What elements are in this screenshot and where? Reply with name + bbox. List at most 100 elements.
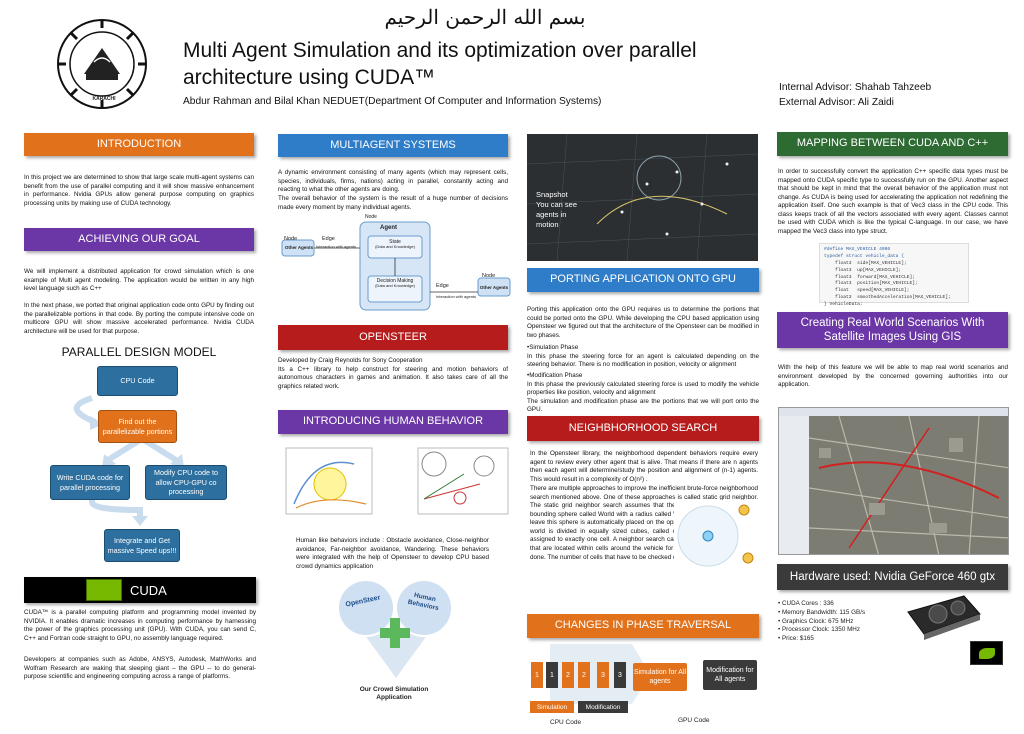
authors-line: Abdur Rahman and Bilal Khan NEDUET(Depar… [183,96,602,107]
porting-header: PORTING APPLICATION ONTO GPU [527,268,759,292]
mapping-header: MAPPING BETWEEN CUDA AND C++ [777,132,1008,156]
code-line-0: #define MAX_VEHICLE 4096 [824,247,891,252]
opensteer-text: Developed by Craig Reynolds for Sony Coo… [278,357,508,390]
code-line-8: float3 smoothedAcceleration[MAX_VEHICLE]… [824,295,951,301]
phase-number-2a: 2 [562,662,574,688]
diagram-decision-sub: (Data and Knowledge) [375,283,415,288]
cuda-header: CUDA [24,577,256,603]
achieving-goal-text-1: We will implement a distributed applicat… [24,268,254,293]
code-line-6: float3 position[MAX_VEHICLE]; [824,281,918,287]
multiagent-text-2: The overall behavior of the system is th… [278,195,508,211]
neighborhood-text-2: There are multiple approaches to improve… [530,485,758,561]
code-line-3: float3 side[MAX_VEHICLE]; [824,260,907,266]
porting-text-2: •Simulation Phase In this phase the stee… [527,344,759,369]
cuda-header-label: CUDA [130,582,167,598]
code-line-5: float3 forward[MAX_VEHICLE]; [824,274,915,280]
spec-graphics-clock-text: Graphics Clock: 675 MHz [781,617,854,625]
diagram-node-label-right: Node [482,273,496,279]
external-advisor: External Advisor: Ali Zaidi [779,96,894,108]
diagram-state-label: State [389,239,401,245]
spec-price: • Price: $165 [778,635,814,643]
neighborhood-text-1: In the Opensteer library, the neighborho… [530,450,758,483]
mapping-text: In order to successfully convert the app… [778,168,1008,235]
nvidia-badge-icon [970,641,1003,665]
diagram-agent-label: Agent [380,225,397,231]
code-line-9: } VehicleData; [824,302,863,308]
multiagent-text-1: A dynamic environment consisting of many… [278,169,508,194]
venn-diagram [330,578,460,682]
university-logo [56,18,148,110]
porting-text-1: Porting this application onto the GPU re… [527,306,759,339]
cuda-text-2: Developers at companies such as Adobe, A… [24,656,256,681]
gpu-card-image [904,594,982,644]
human-behavior-header: INTRODUCING HUMAN BEHAVIOR [278,410,508,434]
spec-memory-bandwidth: • Memory Bandwidth: 115 GB/s [778,608,866,616]
hardware-specs-list: • CUDA Cores : 336 • Memory Bandwidth: 1… [778,600,898,644]
flow-arrows [20,360,260,570]
gis-satellite-image [778,407,1009,555]
gpu-code-label: GPU Code [678,717,710,724]
phase-number-2b: 2 [578,662,590,688]
title-line-1: Multi Agent Simulation and its optimizat… [183,39,697,62]
porting-text-3: •Modification Phase In this phase the pr… [527,372,759,414]
diagram-node-label: Node [284,236,298,242]
venn-result-label: Our Crowd Simulation Application [359,686,429,702]
gis-header: Creating Real World Scenarios With Satel… [777,312,1008,348]
snapshot-caption: Snapshot You can see agents in motion [536,190,578,230]
bismillah-calligraphy: بسم الله الرحمن الرحيم [384,5,586,29]
spec-cuda-cores: • CUDA Cores : 336 [778,600,834,607]
flow-write-cuda: Write CUDA code for parallel processing [50,465,130,500]
nvidia-eye-icon [978,647,995,659]
phase-traversal-header: CHANGES IN PHASE TRAVERSAL [527,614,759,638]
opensteer-header: OPENSTEER [278,325,508,350]
diagram-node-label-top: Node [365,214,377,220]
hardware-header: Hardware used: Nvidia GeForce 460 gtx [777,564,1008,590]
multiagent-header: MULTIAGENT SYSTEMS [278,134,508,157]
human-behavior-text: Human like behaviors include : Obstacle … [296,537,489,570]
nvidia-logo-icon [86,579,122,601]
spec-price-text: Price: $165 [781,635,814,643]
spec-processor-clock-text: Processor Clock: 1350 MHz [781,626,861,634]
flow-find-parallelizable: Find out the parallelizable portions [98,410,177,443]
phase-number-3a: 3 [597,662,609,688]
flow-cpu-code: CPU Code [97,366,178,396]
simulation-snapshot [527,134,758,261]
gis-text: With the help of this feature we will be… [778,364,1008,389]
phase-number-3b: 3 [614,662,626,688]
introduction-text: In this project we are determined to sho… [24,174,254,207]
agent-diagram [280,214,512,314]
legend-simulation: Simulation [530,701,574,713]
diagram-decision: Decision Making (Data and Knowledge) [368,278,422,289]
parallel-design-title: PARALLEL DESIGN MODEL [61,345,217,359]
legend-modification: Modification [578,701,628,713]
diagram-other-agents-left: Other Agents [284,245,314,250]
code-line-4: float3 up[MAX_VEHICLE]; [824,267,902,273]
poster-title: Multi Agent Simulation and its optimizat… [183,38,743,92]
flow-integrate: Integrate and Get massive Speed ups!!! [104,529,180,562]
achieving-goal-header: ACHIEVING OUR GOAL [24,228,254,251]
introduction-header: INTRODUCTION [24,133,254,156]
code-snippet: #define MAX_VEHICLE 4096 typedef struct … [819,243,969,307]
advisors: Internal Advisor: Shahab Tahzeeb Externa… [779,81,979,111]
internal-advisor: Internal Advisor: Shahab Tahzeeb [779,82,932,93]
title-line-2: architecture using CUDA™ [183,65,436,89]
diagram-interaction-right: Interaction with agents [436,294,477,299]
spec-memory-bandwidth-text: Memory Bandwidth: 115 GB/s [781,608,866,616]
diagram-state: State (Data and Knowledge) [368,239,422,250]
phase-number-1b: 1 [546,662,558,688]
behavior-illustrations [284,444,510,520]
diagram-edge-label: Edge [322,236,335,242]
diagram-decision-label: Decision Making [376,278,414,284]
logo-caption: KARACHI [92,96,116,102]
cuda-text-1: CUDA™ is a parallel computing platform a… [24,609,256,642]
flow-modify-cpu: Modify CPU code to allow CPU-GPU co proc… [145,465,227,500]
diagram-other-agents-right: Other Agents [479,285,509,290]
spec-cuda-cores-text: CUDA Cores : 336 [781,600,834,607]
code-line-2: typedef struct vehicle_data { [824,253,904,259]
simulation-all-agents-box: Simulation for All agents [633,663,687,691]
diagram-interaction-left: Interaction with agents [316,244,357,249]
cpu-code-label: CPU Code [550,719,582,726]
spec-processor-clock: • Processor Clock: 1350 MHz [778,626,861,634]
neighborhood-header: NEIGHBHORHOOD SEARCH [527,416,759,441]
spec-graphics-clock: • Graphics Clock: 675 MHz [778,617,854,625]
